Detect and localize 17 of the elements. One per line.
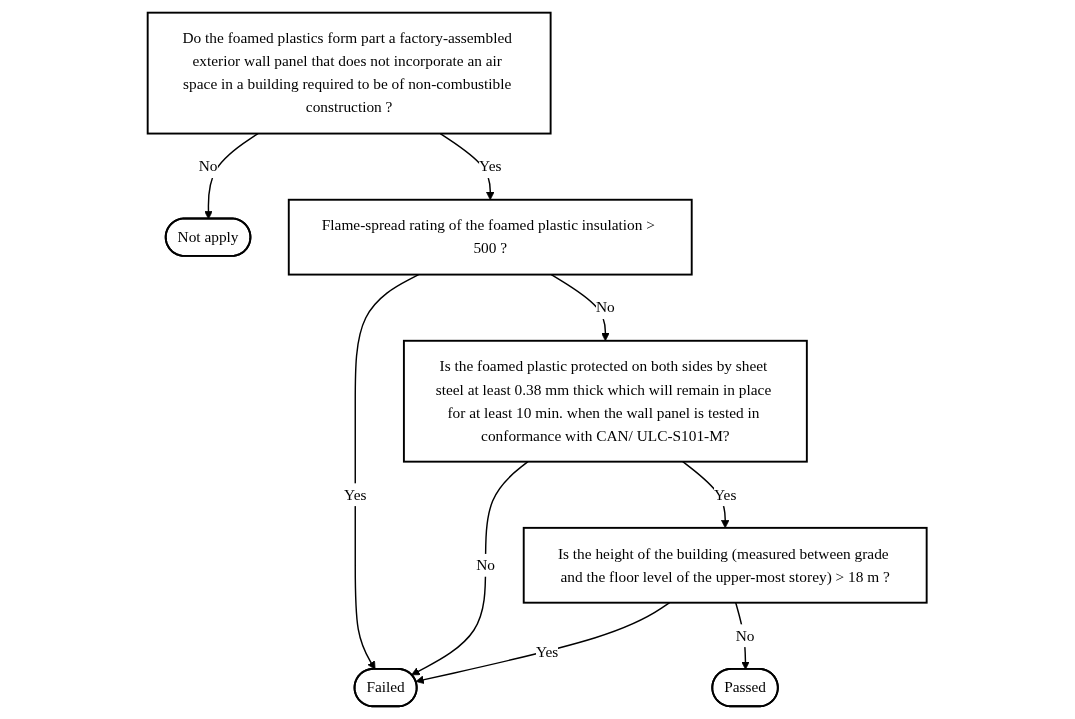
edge-label: Yes [714, 486, 737, 503]
node-box: Is the height of the building (measured between grade and the floor level of the upper-most storey) > 18 m ? [523, 526, 928, 604]
edge-label: No [736, 627, 755, 644]
edge-label: No [199, 158, 218, 175]
arrow [550, 273, 610, 342]
arrow [411, 460, 529, 676]
arrow [439, 132, 495, 201]
edge-label: Yes [479, 158, 502, 175]
edge-label: No [476, 556, 496, 573]
edge-label: No [596, 299, 616, 316]
edge-label: Yes [344, 486, 367, 503]
node-box: Do the foamed plastics form part a factory-assembled exterior wall panel that does not incorporate an air space in a building required to be of non-combustible construction ? [147, 11, 552, 135]
arrow [735, 602, 750, 670]
node-box: Is the foamed plastic protected on both sides by sheet steel at least 0.38 mm thick which will remain in place for at least 10 min. when the wall panel is tested in conformance with CAN/ ULC-S101-M? [403, 339, 809, 463]
edge-label: Yes [536, 643, 559, 660]
node-box: Flame-spread rating of the foamed plastic insulation > 500 ? [288, 198, 693, 276]
arrow [415, 602, 671, 684]
